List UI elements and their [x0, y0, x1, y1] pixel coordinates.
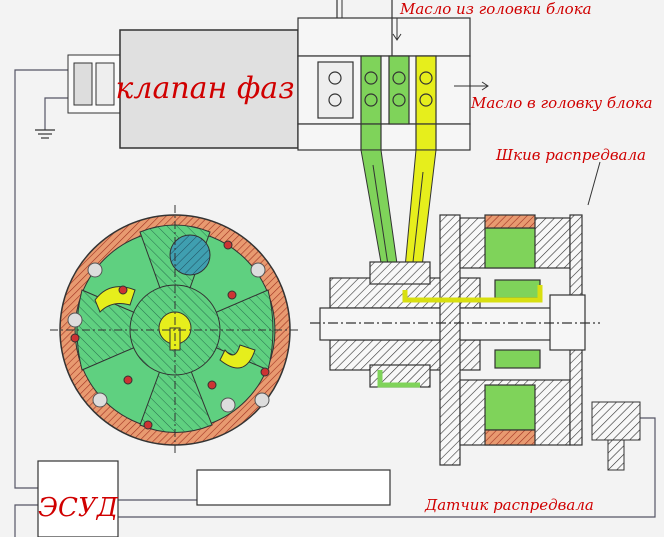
- oil-from-head-label: Масло из головки блока: [399, 0, 592, 18]
- pulley-pointer: [587, 161, 601, 206]
- ecu-label: ЭСУД: [38, 493, 119, 523]
- pulley-label: Шкив распредвала: [495, 146, 646, 164]
- oil-arrows: [341, 0, 489, 91]
- camshaft-sensor: [591, 401, 641, 471]
- sensor-label: Датчик распредвала: [424, 496, 594, 514]
- ecu-box: ЭСУД: [37, 460, 119, 537]
- phaser-rotor: [50, 205, 300, 455]
- spool-housing: [297, 0, 471, 151]
- camshaft-assembly: [310, 214, 600, 466]
- oil-to-head-label: Масло в головку блока: [470, 94, 653, 112]
- wiring: [14, 69, 656, 537]
- phase-valve: клапан фаз: [115, 29, 299, 149]
- valve-label: клапан фаз: [115, 71, 294, 106]
- blank-box: [196, 469, 391, 506]
- valve-connector: [67, 54, 121, 114]
- ground-icon: [35, 129, 55, 139]
